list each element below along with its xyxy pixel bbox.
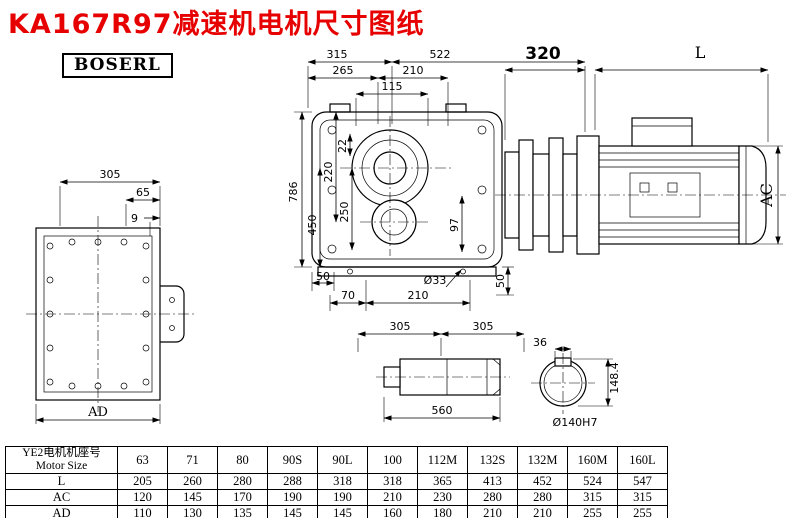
dim-22: 22 <box>336 139 349 153</box>
table-size-header: 132S <box>467 445 518 475</box>
table-size-header: 80 <box>217 445 268 475</box>
table-cell: 318 <box>367 473 418 491</box>
table-cell: 145 <box>317 505 368 518</box>
table-cell: 210 <box>517 505 568 518</box>
table-cell: 318 <box>317 473 368 491</box>
gearbox-front-view: 315 522 265 210 115 786 450 220 22 250 9… <box>287 48 586 311</box>
page-title: KA167R97减速机电机尺寸图纸 <box>8 9 425 40</box>
table-cell: 145 <box>267 505 318 518</box>
dim-50-left: 50 <box>316 270 330 283</box>
dim-97: 97 <box>448 218 461 232</box>
dim-305-left: 305 <box>100 168 121 181</box>
table-size-header: 160L <box>617 445 668 475</box>
table-cell: 365 <box>417 473 468 491</box>
table-cell: 255 <box>617 505 668 518</box>
table-cell: 288 <box>267 473 318 491</box>
table-cell: 280 <box>217 473 268 491</box>
table-size-header: 160M <box>567 445 618 475</box>
motor-view: 320 L AC <box>495 43 786 255</box>
table-cell: 255 <box>567 505 618 518</box>
dim-148-4: 148.4 <box>608 362 621 394</box>
dim-315: 315 <box>327 48 348 61</box>
table-cell: 280 <box>467 489 518 507</box>
gearbox-side-view: 305 65 9 AD <box>26 168 194 424</box>
table-size-header: 112M <box>417 445 468 475</box>
table-size-header: 100 <box>367 445 418 475</box>
table-cell: 547 <box>617 473 668 491</box>
dim-70: 70 <box>341 289 355 302</box>
table-cell: 315 <box>617 489 668 507</box>
table-cell: 205 <box>117 473 168 491</box>
table-cell: 452 <box>517 473 568 491</box>
logo-text: BOSERL <box>74 55 161 75</box>
table-cell: 524 <box>567 473 618 491</box>
dim-50-right: 50 <box>494 274 507 288</box>
dim-AC: AC <box>757 183 776 208</box>
table-cell: 160 <box>367 505 418 518</box>
table-row-label: AC <box>5 489 118 507</box>
shaft-view: 305 305 560 <box>357 320 525 422</box>
table-size-header: 90L <box>317 445 368 475</box>
dim-diameter-33: Ø33 <box>424 274 447 287</box>
dim-36: 36 <box>533 336 547 349</box>
dim-220: 220 <box>322 162 335 183</box>
dim-210-top: 210 <box>403 64 424 77</box>
table-cell: 210 <box>467 505 518 518</box>
table-size-header: 63 <box>117 445 168 475</box>
dim-320: 320 <box>525 44 561 64</box>
dim-65: 65 <box>136 186 150 199</box>
table-cell: 190 <box>317 489 368 507</box>
dim-250: 250 <box>338 202 351 223</box>
dim-9: 9 <box>131 212 138 225</box>
table-cell: 130 <box>167 505 218 518</box>
table-cell: 135 <box>217 505 268 518</box>
table-size-header: 71 <box>167 445 218 475</box>
table-size-header: 132M <box>517 445 568 475</box>
dim-115: 115 <box>382 80 403 93</box>
dim-diameter-140H7: Ø140H7 <box>553 416 598 429</box>
table-cell: 260 <box>167 473 218 491</box>
dim-265: 265 <box>333 64 354 77</box>
shaft-section-view: 36 148.4 Ø140H7 <box>531 336 621 429</box>
table-cell: 145 <box>167 489 218 507</box>
table-header-line2: Motor Size <box>35 460 88 473</box>
table-cell: 315 <box>567 489 618 507</box>
table-cell: 180 <box>417 505 468 518</box>
table-cell: 120 <box>117 489 168 507</box>
table-row-label: AD <box>5 505 118 518</box>
table-cell: 170 <box>217 489 268 507</box>
dim-560: 560 <box>432 404 453 417</box>
dim-AD: AD <box>87 405 108 420</box>
boserl-logo: BOSERL <box>62 53 173 78</box>
table-cell: 280 <box>517 489 568 507</box>
table-cell: 210 <box>367 489 418 507</box>
table-cell: 190 <box>267 489 318 507</box>
table-cell: 230 <box>417 489 468 507</box>
table-row-label: L <box>5 473 118 491</box>
dim-305-b: 305 <box>473 320 494 333</box>
dim-786: 786 <box>287 182 300 203</box>
dim-210-bottom: 210 <box>408 289 429 302</box>
dim-L: L <box>695 43 706 62</box>
table-cell: 413 <box>467 473 518 491</box>
dim-522: 522 <box>430 48 451 61</box>
table-cell: 110 <box>117 505 168 518</box>
table-header-line1: YE2电机机座号 <box>22 447 101 459</box>
dim-450: 450 <box>306 215 319 236</box>
dim-305-a: 305 <box>390 320 411 333</box>
table-size-header: 90S <box>267 445 318 475</box>
